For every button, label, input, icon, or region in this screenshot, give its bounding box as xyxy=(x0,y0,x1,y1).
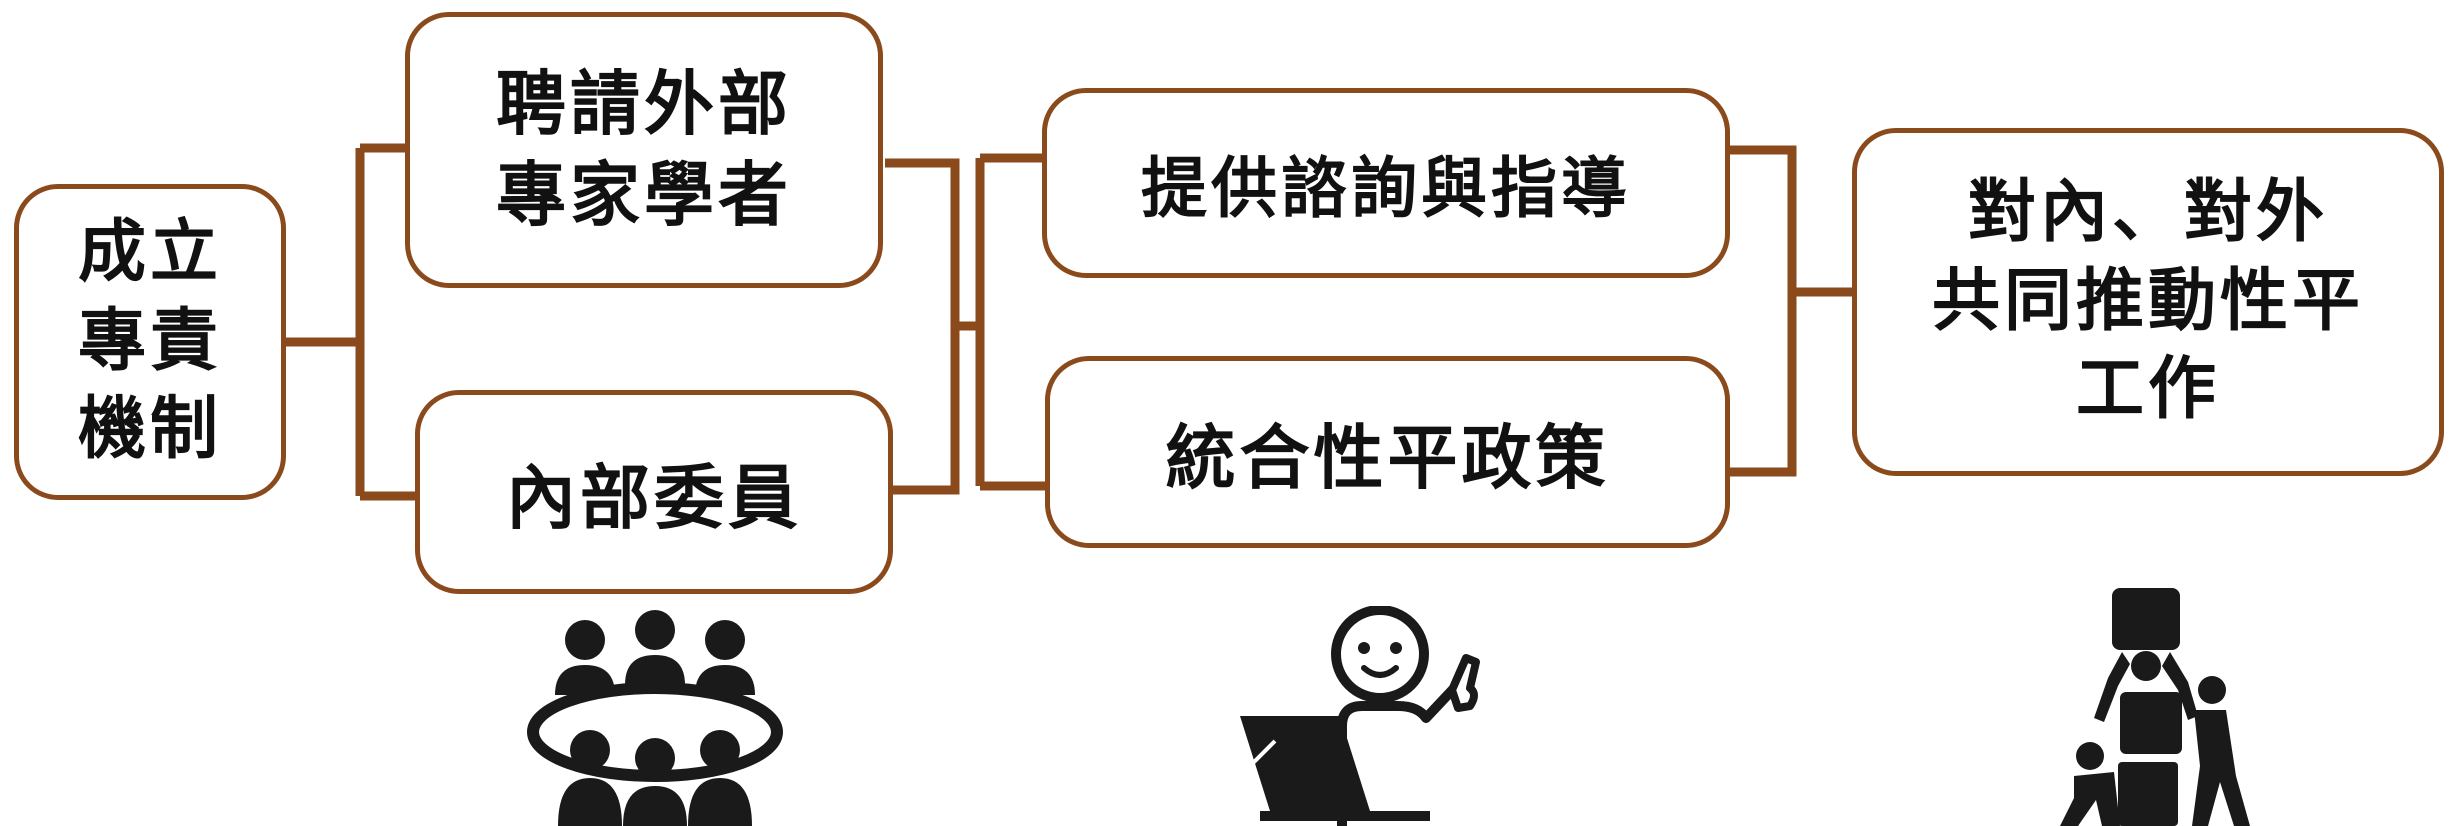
node-internal-members: 內部委員 xyxy=(415,390,893,594)
node-integrate-policy: 統合性平政策 xyxy=(1045,356,1730,548)
connector-establish-to-group1 xyxy=(282,143,415,501)
teamwork-icon xyxy=(2060,588,2250,826)
person-laptop-icon xyxy=(1240,606,1480,826)
meeting-group-icon xyxy=(527,610,783,826)
node-consult-guidance: 提供諮詢與指導 xyxy=(1042,88,1730,278)
connector-group1-to-group2 xyxy=(885,153,1050,495)
node-internal-members-label: 內部委員 xyxy=(506,456,802,539)
node-integrate-policy-label: 統合性平政策 xyxy=(1165,416,1610,499)
node-joint-promotion: 對內、對外 共同推動性平 工作 xyxy=(1852,128,2444,476)
node-joint-promotion-label: 對內、對外 共同推動性平 工作 xyxy=(1931,173,2364,430)
connector-group2-to-goal xyxy=(1730,145,1852,477)
node-external-experts: 聘請外部 專家學者 xyxy=(405,12,883,288)
node-external-experts-label: 聘請外部 專家學者 xyxy=(496,63,792,236)
node-establish-mechanism: 成立 專責 機制 xyxy=(14,184,286,500)
node-establish-mechanism-label: 成立 專責 機制 xyxy=(77,213,222,470)
node-consult-guidance-label: 提供諮詢與指導 xyxy=(1141,150,1631,227)
